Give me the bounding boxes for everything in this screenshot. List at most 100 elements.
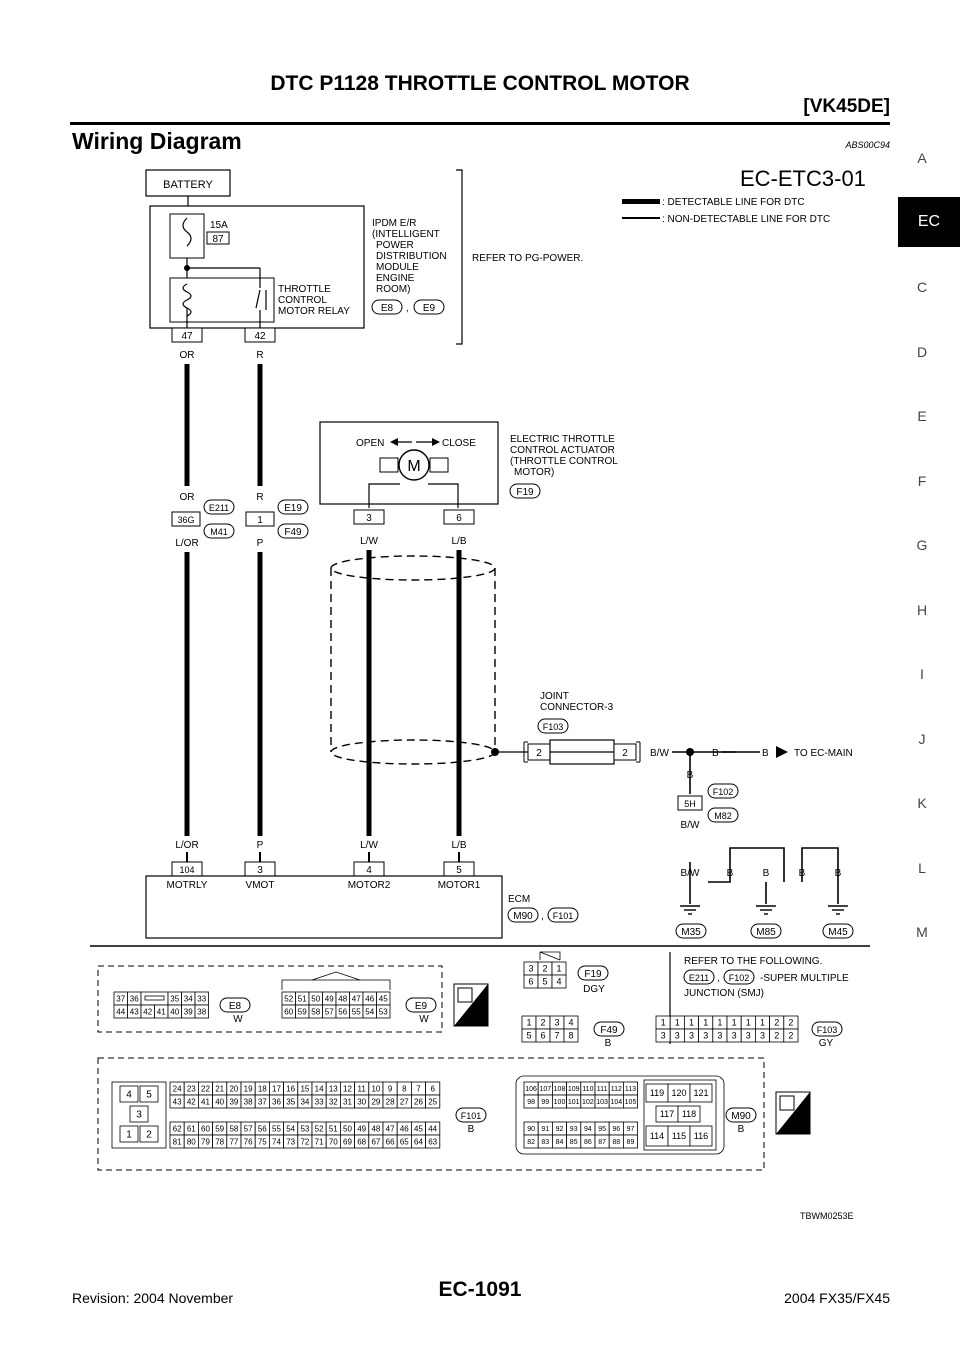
side-index-e[interactable]: E [917,408,927,424]
wire-bw-ground: B/W [681,820,700,831]
f101-pin: 41 [201,1097,210,1106]
relay-label-1: THROTTLE [278,284,331,295]
m90-pin: 112 [611,1086,622,1093]
legend-nondetectable: : NON-DETECTABLE LINE FOR DTC [662,214,830,225]
wire-or-top: OR [180,350,195,361]
f101-pin: 53 [300,1124,309,1133]
f103-color: GY [819,1038,834,1049]
f49-id: F49 [600,1025,618,1036]
wire-b-main: B [762,748,769,759]
f101-pin: 2 [146,1130,152,1141]
side-index-l[interactable]: L [918,859,926,876]
side-index-f[interactable]: F [917,472,927,489]
side-index-d[interactable]: D [916,343,928,360]
m90-pin: 116 [694,1131,708,1141]
refer-conn-e211: E211 [689,973,709,983]
e9-pin: 59 [298,1007,307,1016]
wire-b-gnd4: B [835,868,842,879]
joint-pin-left: 2 [536,748,542,759]
m90-pin: 89 [627,1139,635,1146]
joint-conn-f103: F103 [543,722,564,732]
side-index-i[interactable]: I [920,666,924,682]
ipdm-label-3: POWER [376,240,414,251]
m90-pin: 120 [671,1088,686,1098]
figure-id: TBWM0253E [800,1211,854,1221]
ipdm-pin-47: 47 [181,331,193,342]
f103-pin: 3 [746,1031,751,1041]
m90-pin: 91 [541,1126,549,1133]
f101-pin: 79 [201,1137,210,1146]
side-index-h[interactable]: H [916,601,928,618]
joint-pin-right: 2 [622,748,628,759]
side-index-g[interactable]: G [916,537,928,553]
side-index-k[interactable]: K [917,795,927,811]
e9-pin: 56 [338,1007,347,1016]
f103-pin: 1 [675,1018,680,1028]
f101-pin: 54 [286,1124,295,1133]
footer-model: 2004 FX35/FX45 [784,1290,890,1306]
m90-pin: 96 [612,1126,620,1133]
m90-color: B [738,1124,745,1135]
f101-pin: 11 [358,1084,367,1093]
side-index-active-ec[interactable]: EC [898,196,960,247]
f103-pin: 2 [788,1018,793,1028]
m90-pin: 95 [598,1126,606,1133]
m90-pin: 119 [650,1088,664,1098]
e9-id: E9 [415,1001,428,1012]
actuator-box [319,421,499,505]
f101-pin: 34 [300,1097,309,1106]
ipdm-pin-42: 42 [254,331,266,342]
section-title: Wiring Diagram [72,128,242,154]
f101-pin: 59 [215,1124,224,1133]
f49-pin: 5 [526,1031,531,1041]
f101-pin: 21 [215,1084,224,1093]
e9-pin: 49 [325,994,334,1003]
legend-detectable: : DETECTABLE LINE FOR DTC [662,197,805,208]
f103-pin: 2 [774,1018,779,1028]
side-index-j[interactable]: J [918,730,926,747]
section-code: ABS00C94 [845,140,890,150]
f101-pin: 15 [300,1084,309,1093]
ipdm-label-2: (INTELLIGENT [372,229,440,240]
relay-switch [255,289,261,309]
f101-pin: 47 [386,1124,395,1133]
wire-bw-gnd1: B/W [681,868,700,879]
e8-pin: 42 [143,1007,152,1016]
f103-pin: 1 [689,1018,694,1028]
ground-pin-5h: 5H [684,799,696,809]
m90-pin: 94 [584,1126,592,1133]
f101-pin: 61 [187,1124,196,1133]
m90-pin: 121 [693,1088,708,1098]
f103-pin: 3 [717,1031,722,1041]
side-index-c[interactable]: C [916,279,928,295]
f101-pin: 74 [272,1137,281,1146]
wire-r-top: R [256,350,263,361]
f101-pin: 28 [386,1097,395,1106]
side-index-m[interactable]: M [916,924,928,940]
m90-pin: 118 [682,1109,696,1119]
wire-r-mid: R [256,492,263,503]
e9-pin: 52 [284,994,293,1003]
m90-pin: 88 [612,1139,620,1146]
wire-b-down: B [687,770,694,781]
f101-pin: 36 [272,1097,281,1106]
f101-pin: 39 [229,1097,238,1106]
m90-pin: 102 [582,1099,594,1106]
smj-pin-1: 1 [257,515,263,526]
f101-pin: 67 [371,1137,380,1146]
f101-pin: 63 [428,1137,437,1146]
f19-pin: 4 [556,977,561,987]
wire-b-joint: B [712,748,719,759]
e9-pin: 60 [284,1007,293,1016]
ipdm-label-1: IPDM E/R [372,218,416,229]
f101-pin: 80 [187,1137,196,1146]
m90-pin: 100 [554,1099,566,1106]
ecm-term-motrly: MOTRLY [167,880,208,891]
side-index-a[interactable]: A [917,150,927,166]
actuator-label-3: (THROTTLE CONTROL [510,456,618,467]
refer-following: REFER TO THE FOLLOWING. [684,956,822,967]
e8-pin: 38 [197,1007,206,1016]
f101-pin: 18 [258,1084,267,1093]
